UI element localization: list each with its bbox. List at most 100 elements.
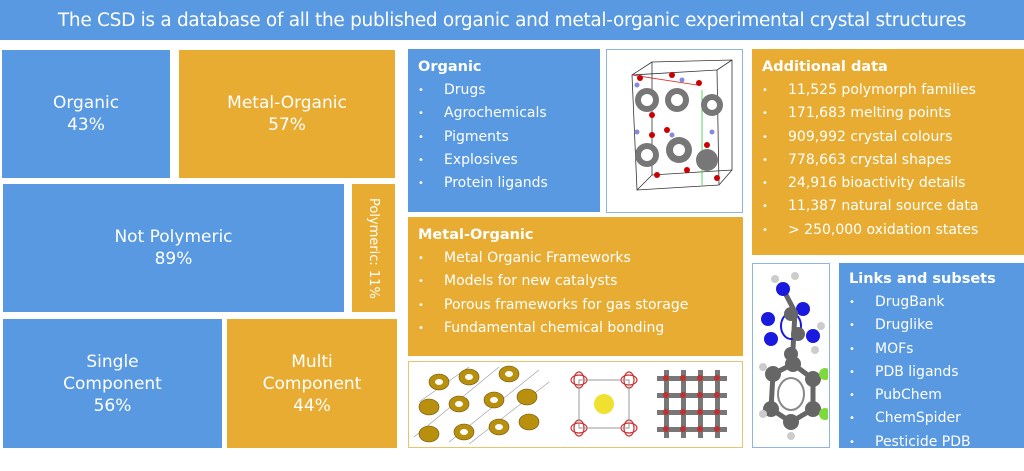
list-item: •Pigments <box>418 126 590 149</box>
bullet-icon: • <box>762 131 768 143</box>
bullet-icon: • <box>762 178 768 190</box>
list-item[interactable]: • Pesticide PDB <box>849 431 1014 454</box>
item-text: 171,683 melting points <box>788 105 952 122</box>
links-subsets-panel: Links and subsets •DrugBank •Druglike •M… <box>839 263 1024 450</box>
bullet-icon: • <box>418 322 424 334</box>
header-title: The CSD is a database of all the publish… <box>57 9 967 31</box>
item-text: Agrochemicals <box>444 105 547 122</box>
bullet-icon: • <box>849 320 855 332</box>
list-item: •Metal Organic Frameworks <box>418 247 733 270</box>
list-item: •Porous frameworks for gas storage <box>418 294 733 317</box>
item-text: Fundamental chemical bonding <box>444 319 665 336</box>
item-text: 24,916 bioactivity details <box>788 175 966 192</box>
item-text: 11,525 polymorph families <box>788 82 976 98</box>
page-header: The CSD is a database of all the publish… <box>0 0 1024 40</box>
tile-percent: 57% <box>268 115 306 135</box>
tile-percent: 43% <box>67 115 105 135</box>
bullet-icon: • <box>762 224 768 236</box>
bullet-icon: • <box>762 154 768 166</box>
list-item: • 24,916 bioactivity details <box>762 172 1014 195</box>
list-item: • 909,992 crystal colours <box>762 126 1014 149</box>
list-item[interactable]: • ChemSpider <box>849 407 1014 430</box>
link-pesticide-pdb[interactable]: Pesticide PDB <box>875 433 971 450</box>
bullet-icon: • <box>418 253 424 264</box>
item-text: Protein ligands <box>444 175 548 192</box>
list-item: • Explosives <box>418 149 590 172</box>
molecule-icon <box>759 272 831 440</box>
additional-data-panel: Additional data • 11,525 polymorph famili… <box>752 49 1024 255</box>
additional-data-list: • 11,525 polymorph families • 171,683 melt… <box>762 79 1014 242</box>
metal-organic-list: •Metal Organic Frameworks •Models for ne… <box>418 247 733 340</box>
tile-organic: Organic 43% <box>2 50 170 178</box>
bullet-icon: • <box>849 343 855 355</box>
list-item: •Models for new catalysts <box>418 270 733 293</box>
organic-panel: Organic •Drugs •Agrochemicals •Pigments … <box>408 49 600 212</box>
list-item: • Fundamental chemical bonding <box>418 317 733 340</box>
molecule-image <box>752 263 831 448</box>
item-text: > 250,000 oxidation states <box>788 221 979 238</box>
links-subsets-list: •DrugBank •Druglike •MOFs •PDB ligands •… <box>849 291 1014 454</box>
list-item: • Agrochemicals <box>418 102 590 125</box>
link-drugbank[interactable]: DrugBank <box>875 294 945 310</box>
bullet-icon: • <box>418 85 424 96</box>
panel-title: Metal-Organic <box>418 227 534 243</box>
tile-single-component: Single Component 56% <box>3 319 222 448</box>
tile-label: Organic <box>52 93 120 113</box>
bullet-icon: • <box>762 85 768 96</box>
link-pdb-ligands[interactable]: PDB ligands <box>875 363 959 380</box>
bullet-icon: • <box>418 154 424 166</box>
tile-percent: 44% <box>293 395 331 416</box>
list-item[interactable]: •DrugBank <box>849 291 1014 314</box>
link-druglike[interactable]: Druglike <box>875 317 934 334</box>
link-mofs[interactable]: MOFs <box>875 340 914 357</box>
tile-metal-organic: Metal-Organic 57% <box>179 50 395 178</box>
item-text: Drugs <box>444 82 486 98</box>
item-text: 11,387 natural source data <box>788 198 979 215</box>
list-item[interactable]: • Druglike <box>849 314 1014 337</box>
tile-polymeric: Polymeric: 11% <box>352 184 395 312</box>
item-text: 778,663 crystal shapes <box>788 151 952 168</box>
tile-percent: 89% <box>154 249 193 269</box>
list-item: • Protein ligands <box>418 172 590 195</box>
bullet-icon: • <box>418 276 424 288</box>
gas-molecule <box>594 394 614 414</box>
organic-crystal-image <box>606 49 743 213</box>
bullet-icon: • <box>849 413 855 425</box>
item-text: Pigments <box>444 128 509 145</box>
tile-label: Not Polymeric <box>114 227 233 247</box>
bullet-icon: • <box>418 178 424 190</box>
tile-label: Component <box>63 373 162 394</box>
bullet-icon: • <box>418 108 424 120</box>
organic-list: •Drugs •Agrochemicals •Pigments •Explosi… <box>418 79 590 195</box>
list-item[interactable]: • MOFs <box>849 338 1014 361</box>
panel-title: Organic <box>418 59 482 75</box>
list-item[interactable]: • PubChem <box>849 384 1014 407</box>
list-item: • 778,663 crystal shapes <box>762 149 1014 172</box>
list-item: • 11,525 polymorph families <box>762 79 1014 102</box>
item-text: 909,992 crystal colours <box>788 128 953 145</box>
tile-percent: 56% <box>93 395 132 416</box>
item-text: Explosives <box>444 151 518 168</box>
tile-label: Multi <box>291 351 333 372</box>
mof-images <box>408 361 743 448</box>
tile-not-polymeric: Not Polymeric 89% <box>3 184 344 312</box>
link-pubchem[interactable]: PubChem <box>875 387 942 404</box>
mof-structures-icon <box>413 365 727 445</box>
list-item[interactable]: • PDB ligands <box>849 361 1014 384</box>
bullet-icon: • <box>849 436 855 448</box>
metal-organic-panel: Metal-Organic •Metal Organic Frameworks … <box>408 217 743 356</box>
tile-label: Component <box>262 373 362 394</box>
panel-title: Additional data <box>762 59 888 75</box>
tile-multi-component: Multi Component 44% <box>227 319 397 448</box>
bullet-icon: • <box>849 390 855 402</box>
crystal-structure-icon <box>631 59 733 191</box>
tile-label: Single <box>86 351 139 372</box>
link-chemspider[interactable]: ChemSpider <box>875 410 961 427</box>
list-item: • 171,683 melting points <box>762 102 1014 125</box>
bullet-icon: • <box>418 299 424 311</box>
panel-title: Links and subsets <box>849 271 996 287</box>
bullet-icon: • <box>762 108 768 120</box>
tile-label: Polymeric: 11% <box>366 197 381 299</box>
bullet-icon: • <box>849 366 855 378</box>
list-item: • Drugs <box>418 79 590 102</box>
